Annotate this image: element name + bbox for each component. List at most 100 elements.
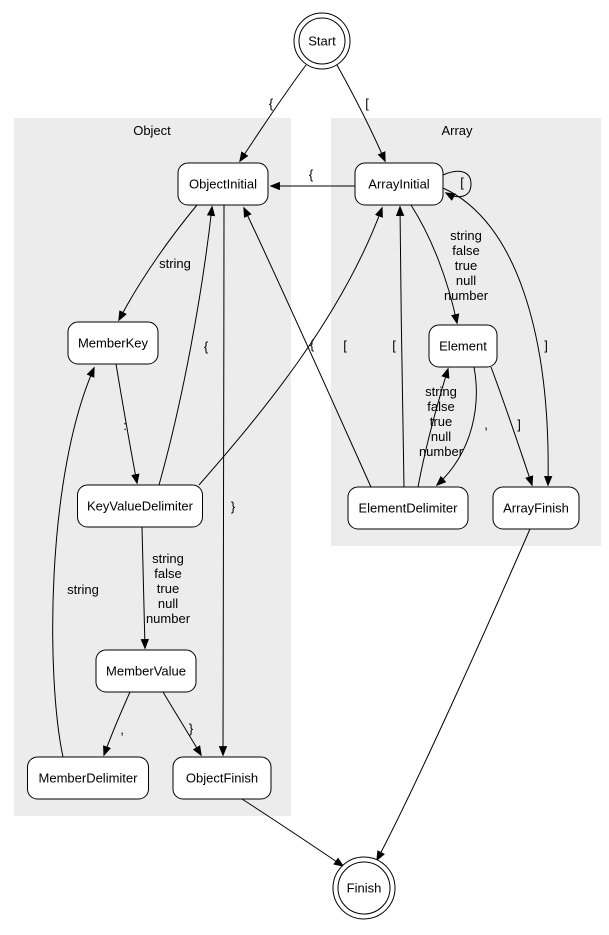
edge-membervalue-to-objectfinish: } (162, 691, 202, 757)
edge-arrayinitial-to-objectinitial-label: { (309, 167, 314, 182)
node-ObjectInitial: ObjectInitial (177, 162, 269, 206)
edge-elementdelimiter-to-arrayinitial-line (395, 205, 405, 488)
edge-objectinitial-to-objectfinish-label: } (231, 499, 236, 514)
node-ElementDelimiter-box (347, 486, 469, 530)
node-MemberKey-box (67, 321, 159, 365)
edge-membervalue-to-objectfinish-label: } (189, 721, 194, 736)
edge-keyvaluedelimiter-to-arrayinitial: [ (198, 206, 383, 486)
node-MemberValue-label: MemberValue (106, 664, 186, 679)
node-Start: Start (293, 12, 351, 70)
edge-keyvaluedelimiter-to-objectinitial-label: { (204, 339, 209, 354)
edge-element-to-elementdelimiter: , (435, 366, 488, 487)
edge-element-to-arrayfinish-line (490, 366, 534, 487)
node-ArrayFinish: ArrayFinish (492, 486, 580, 530)
node-KeyValueDelimiter-label: KeyValueDelimiter (87, 499, 194, 514)
edge-start-to-objectinitial: { (239, 64, 307, 163)
edge-keyvaluedelimiter-to-membervalue-line (140, 526, 149, 650)
edge-membervalue-to-memberdelimiter: , (103, 691, 131, 757)
edge-objectinitial-to-memberkey-label: string (159, 256, 191, 271)
edge-arrayinitial-to-arrayfinish-label: ] (544, 338, 548, 353)
edge-start-to-arrayinitial: [ (336, 64, 386, 163)
edge-objectinitial-to-memberkey-line (118, 204, 198, 322)
cluster-object: Object (14, 118, 291, 816)
edge-memberkey-to-keyvaluedelimiter-line (115, 363, 140, 485)
node-ArrayFinish-label: ArrayFinish (503, 501, 569, 516)
node-ArrayInitial: ArrayInitial (354, 162, 444, 206)
cluster-array-label: Array (441, 123, 473, 138)
node-MemberKey-label: MemberKey (78, 336, 149, 351)
node-MemberDelimiter-label: MemberDelimiter (39, 771, 139, 786)
node-Element-box (428, 324, 498, 368)
edge-memberkey-to-keyvaluedelimiter-label: : (123, 418, 127, 433)
node-Finish-inner-circle (337, 861, 391, 915)
edge-elementdelimiter-to-objectinitial-line (243, 206, 372, 488)
edge-membervalue-to-objectfinish-line (162, 691, 202, 757)
edge-element-to-arrayfinish-label: ] (517, 417, 521, 432)
edge-element-to-elementdelimiter-line (435, 366, 477, 487)
edge-arrayinitial-to-objectinitial: { (269, 167, 355, 191)
node-ObjectFinish-label: ObjectFinish (186, 771, 258, 786)
node-MemberValue: MemberValue (95, 649, 197, 693)
node-ObjectInitial-label: ObjectInitial (189, 177, 257, 192)
edge-memberdelimiter-to-memberkey-label: string (67, 582, 99, 597)
edge-start-to-objectinitial-label: { (269, 96, 274, 111)
node-KeyValueDelimiter: KeyValueDelimiter (77, 484, 203, 528)
node-MemberValue-box (95, 649, 197, 693)
node-Finish: Finish (332, 856, 396, 920)
node-MemberDelimiter: MemberDelimiter (27, 756, 149, 800)
edge-elementdelimiter-to-objectinitial-label: { (310, 337, 315, 352)
edge-memberdelimiter-to-memberkey: string (52, 366, 99, 758)
edge-membervalue-to-memberdelimiter-line (103, 691, 131, 757)
edge-start-to-arrayinitial-line (336, 64, 386, 163)
edge-objectinitial-to-memberkey: string (118, 204, 198, 322)
edge-arrayinitial-self-loop-label: [ (460, 175, 464, 190)
node-Finish-label: Finish (347, 881, 382, 896)
edge-arrayinitial-to-arrayfinish: ] (442, 187, 553, 487)
edge-membervalue-to-memberdelimiter-label: , (120, 722, 124, 737)
node-Start-inner-circle (298, 17, 346, 65)
edge-arrayinitial-to-element-line (410, 204, 460, 325)
node-ObjectFinish-box (172, 756, 272, 800)
cluster-object-label: Object (133, 123, 171, 138)
edge-keyvaluedelimiter-to-objectinitial: { (158, 205, 216, 486)
edge-keyvaluedelimiter-to-arrayinitial-label: [ (343, 338, 347, 353)
edge-memberkey-to-keyvaluedelimiter: : (115, 363, 140, 485)
node-ArrayInitial-box (354, 162, 444, 206)
node-MemberDelimiter-box (27, 756, 149, 800)
node-Start-label: Start (308, 34, 336, 49)
node-ArrayFinish-box (492, 486, 580, 530)
edge-elementdelimiter-to-arrayinitial: [ (392, 205, 405, 488)
edge-keyvaluedelimiter-to-arrayinitial-line (198, 206, 383, 486)
edge-objectfinish-to-finish-line (241, 798, 345, 867)
edge-element-to-arrayfinish: ] (490, 366, 534, 487)
edge-keyvaluedelimiter-to-objectinitial-line (158, 205, 216, 486)
node-ArrayInitial-label: ArrayInitial (368, 177, 430, 192)
node-ElementDelimiter: ElementDelimiter (347, 486, 469, 530)
edge-element-to-elementdelimiter-label: , (484, 417, 488, 432)
edge-objectinitial-to-objectfinish-line (218, 204, 228, 757)
cluster-object-background (14, 118, 291, 816)
edge-arrayinitial-to-arrayfinish-line (442, 187, 553, 487)
edge-start-to-objectinitial-line (239, 64, 307, 163)
edge-memberdelimiter-to-memberkey-line (52, 366, 95, 758)
node-ObjectInitial-box (177, 162, 269, 206)
node-MemberKey: MemberKey (67, 321, 159, 365)
edge-objectfinish-to-finish (241, 798, 345, 867)
node-KeyValueDelimiter-box (77, 484, 203, 528)
node-ObjectFinish: ObjectFinish (172, 756, 272, 800)
edge-elementdelimiter-to-arrayinitial-label: [ (392, 338, 396, 353)
edge-start-to-arrayinitial-label: [ (365, 96, 369, 111)
edge-objectinitial-to-objectfinish: } (218, 204, 236, 757)
node-Element-label: Element (439, 339, 487, 354)
node-ElementDelimiter-label: ElementDelimiter (359, 501, 459, 516)
edge-arrayinitial-self-loop-line (442, 170, 472, 201)
edge-arrayfinish-to-finish (376, 528, 531, 862)
